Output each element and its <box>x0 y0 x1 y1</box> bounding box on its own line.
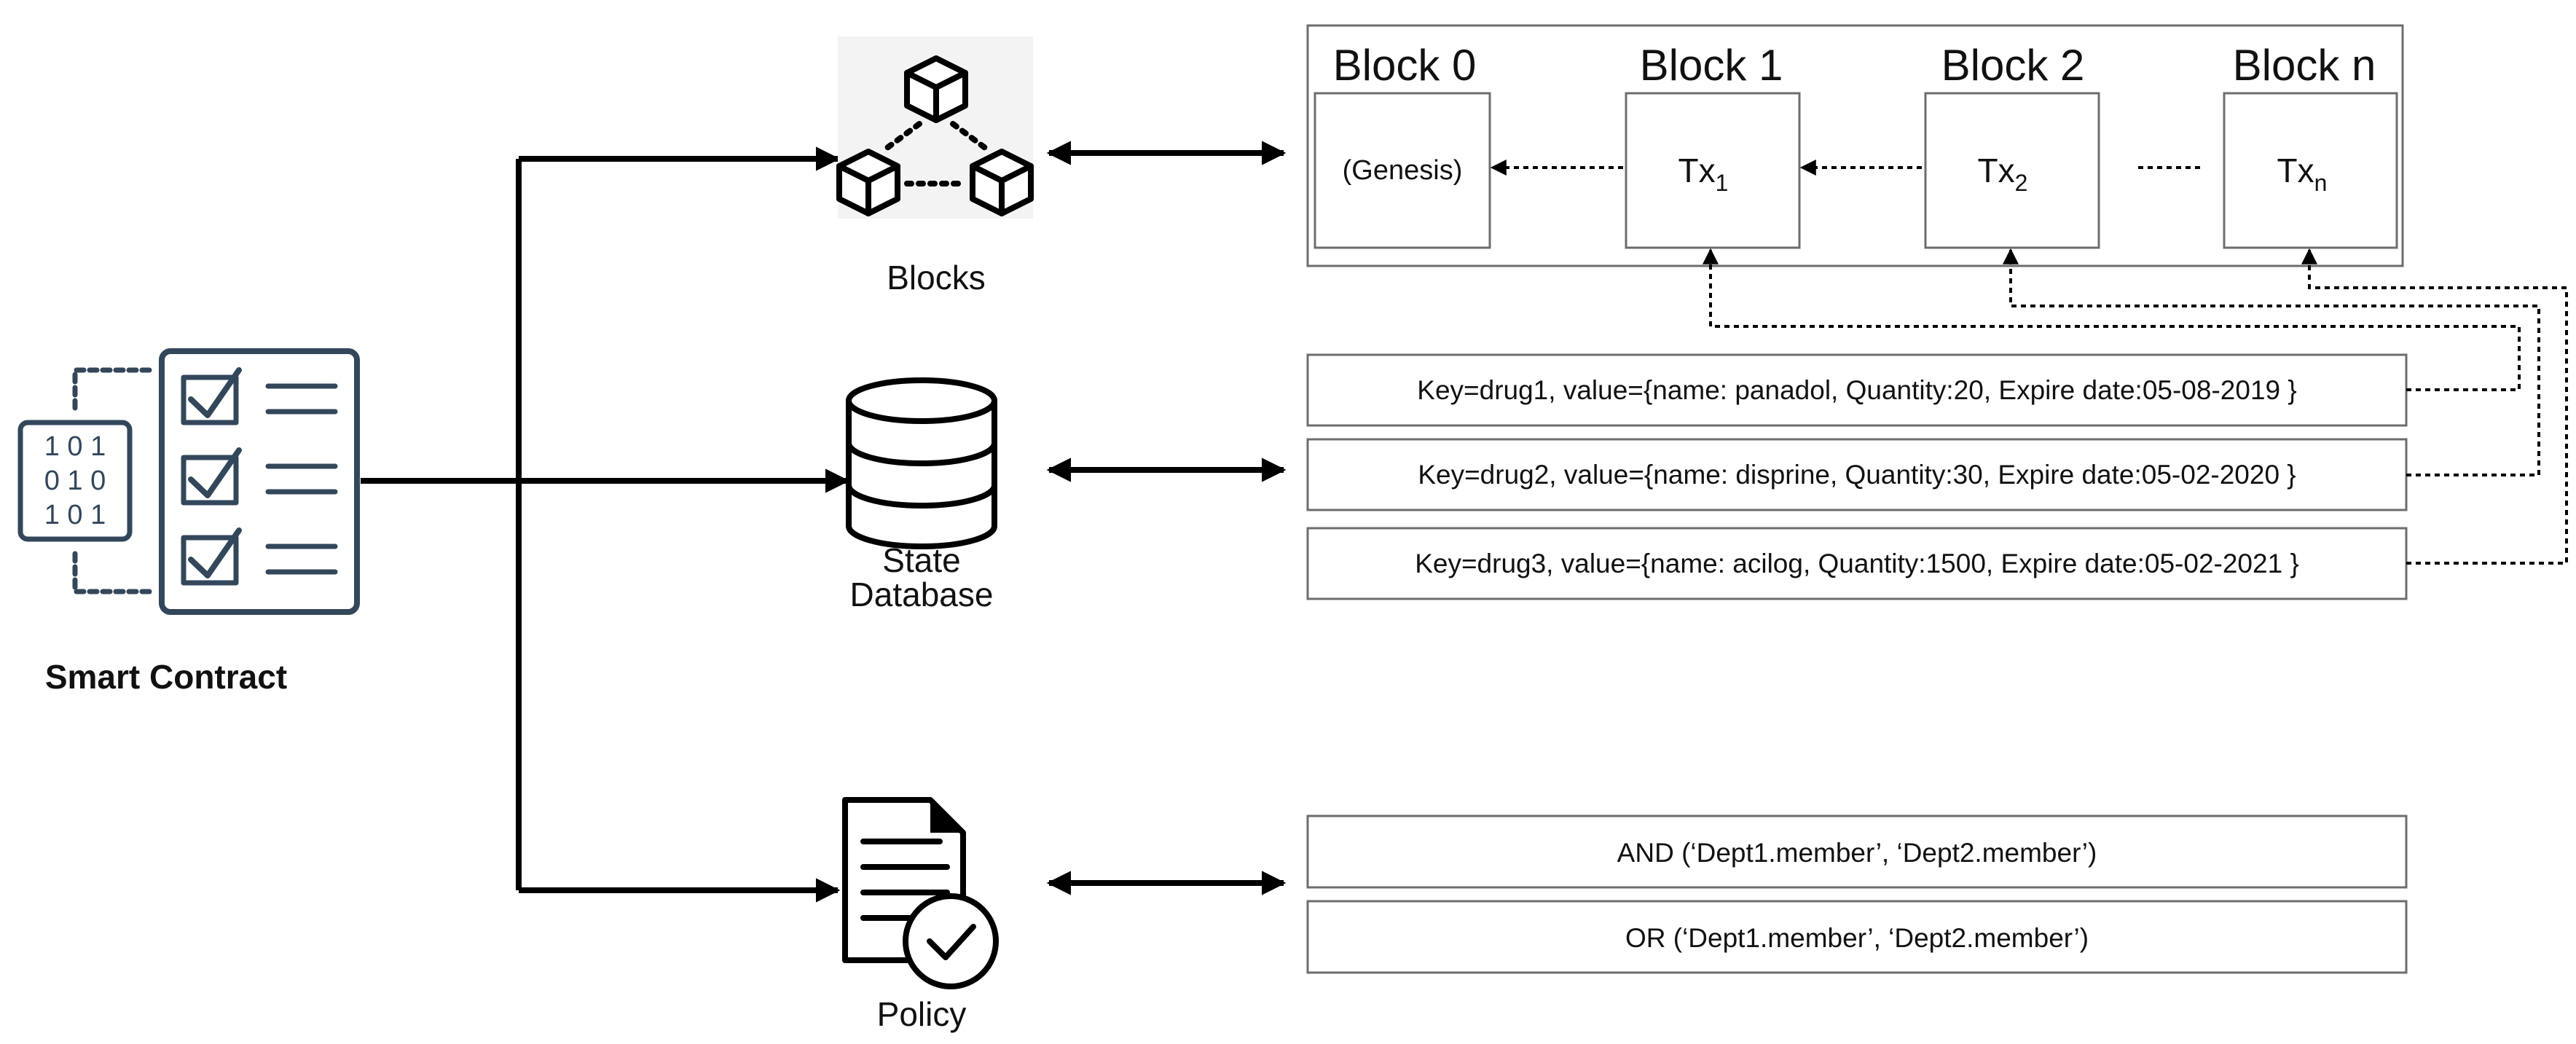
policy-document-icon <box>842 797 999 989</box>
checkbox-icon <box>181 367 242 425</box>
blocks-label: Blocks <box>887 259 985 297</box>
state-db-label-line1: State <box>882 541 960 579</box>
binary-row: 0 1 0 <box>44 466 106 496</box>
binary-row: 1 0 1 <box>44 500 106 530</box>
state-record-3 <box>1306 527 2408 600</box>
contract-connectors <box>361 146 850 903</box>
checkbox-icon <box>181 527 242 586</box>
policy-rule-or <box>1306 900 2408 974</box>
smart-contract-label: Smart Contract <box>45 658 287 696</box>
binary-row: 1 0 1 <box>44 431 106 462</box>
block-1 <box>1625 92 1801 249</box>
block-0 <box>1313 92 1491 249</box>
check-circle-icon <box>903 893 999 989</box>
record-to-tx2-link <box>2003 248 2540 476</box>
state-record-1-text: Key=drug1, value={name: panadol, Quantit… <box>1417 375 2296 405</box>
state-record-2 <box>1306 438 2408 511</box>
block-2 <box>1924 92 2100 249</box>
smart-contract-icon: 1 0 1 0 1 0 1 0 1 <box>17 348 360 615</box>
policy-rule-or-text: OR (‘Dept1.member’, ‘Dept2.member’) <box>1625 923 2089 953</box>
blocks-icon <box>836 36 1034 219</box>
policy-label: Policy <box>877 995 967 1033</box>
tx-1-label: Tx1 <box>1678 152 1729 196</box>
block-n <box>2223 92 2398 249</box>
state-record-1 <box>1306 353 2408 427</box>
block-0-title: Block 0 <box>1333 41 1477 90</box>
record-to-txn-link <box>2301 248 2568 565</box>
block-2-title: Block 2 <box>1941 41 2085 90</box>
policy-rule-and-text: AND (‘Dept1.member’, ‘Dept2.member’) <box>1617 838 2097 868</box>
policy-rule-and <box>1306 815 2408 889</box>
tx-2-label: Tx2 <box>1978 152 2028 196</box>
tx-n-label: Txn <box>2277 152 2328 196</box>
genesis-label: (Genesis) <box>1343 155 1463 186</box>
block-n-title: Block n <box>2233 41 2376 90</box>
state-record-3-text: Key=drug3, value={name: acilog, Quantity… <box>1415 549 2299 578</box>
state-record-2-text: Key=drug2, value={name: disprine, Quanti… <box>1418 460 2296 490</box>
state-db-label-line2: Database <box>850 576 994 613</box>
database-icon <box>846 377 997 549</box>
checkbox-icon <box>181 447 242 506</box>
block-1-title: Block 1 <box>1640 41 1783 90</box>
